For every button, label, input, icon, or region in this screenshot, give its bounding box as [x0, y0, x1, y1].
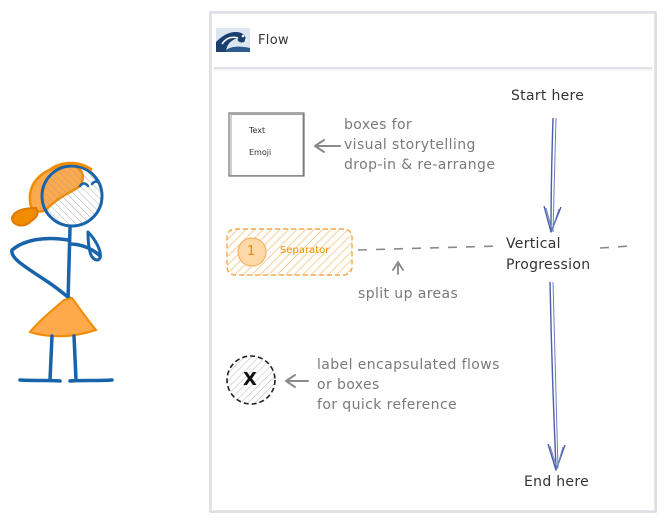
- figure-leg-right: [72, 334, 78, 382]
- marker-note-line3: for quick reference: [317, 397, 458, 413]
- figure-face: [40, 164, 104, 228]
- marker-note-line1: label encapsulated flows: [317, 357, 500, 373]
- end-label: End here: [524, 474, 590, 490]
- box-note-line3: drop-in & re-arrange: [344, 157, 496, 173]
- box-note-arrow: [314, 139, 341, 153]
- marker-circle: [226, 355, 276, 405]
- figure-skirt: [28, 296, 98, 338]
- box-note-line2: visual storytelling: [344, 137, 476, 153]
- marker-symbol: X: [243, 369, 257, 390]
- frame-title: Flow: [258, 33, 289, 48]
- thinking-figure-illustration: [10, 161, 114, 383]
- progression-label: Progression: [506, 257, 591, 273]
- start-label: Start here: [511, 88, 585, 104]
- flow-arrow-lower: [547, 281, 566, 471]
- separator-note-arrow: [392, 261, 404, 275]
- figure-ground: [18, 378, 62, 383]
- separator-block: [226, 228, 353, 276]
- flow-arrow-upper: [543, 117, 562, 233]
- separator-note: split up areas: [358, 286, 459, 302]
- marker-note-arrow: [285, 374, 309, 388]
- figure-leg-left: [48, 334, 54, 382]
- separator-dashed-line: [357, 245, 501, 251]
- box-text-label: Text: [249, 126, 266, 135]
- wave-emoji-icon: [216, 28, 250, 52]
- vertical-label: Vertical: [506, 236, 561, 252]
- separator-number-badge: [237, 237, 267, 267]
- figure-arm: [10, 236, 74, 302]
- figure-eye-left: [78, 182, 90, 188]
- figure-hand: [86, 230, 102, 262]
- separator-label: Separator: [280, 245, 330, 256]
- box-emoji-label: Emoji: [249, 148, 272, 157]
- separator-number: 1: [247, 244, 256, 259]
- box-note-line1: boxes for: [344, 117, 413, 133]
- flow-frame: [209, 11, 657, 513]
- marker-note-line2: or boxes: [317, 377, 380, 393]
- sample-box: [228, 112, 305, 177]
- figure-eye-right: [90, 180, 102, 186]
